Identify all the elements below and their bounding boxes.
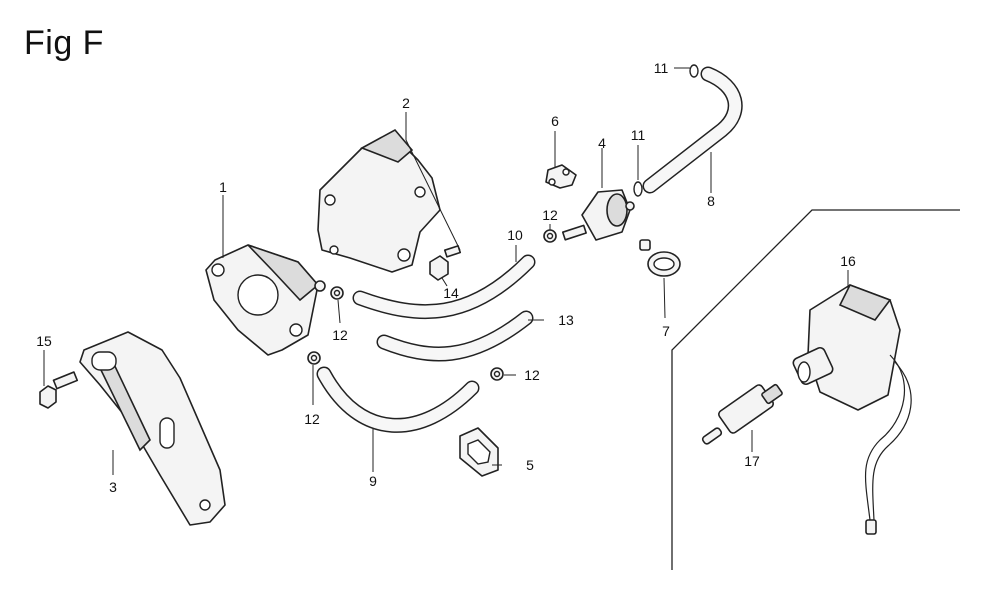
callout-7: 7 <box>662 323 670 339</box>
part-5-grommet <box>459 427 499 477</box>
part-10-hose <box>352 254 536 320</box>
callout-9: 9 <box>369 473 377 489</box>
callout-13: 13 <box>558 312 574 328</box>
callout-11-upper: 11 <box>654 60 669 76</box>
part-12-clamp-c <box>543 229 557 243</box>
part-12-clamp-b <box>307 351 321 365</box>
callout-11-lower: 11 <box>631 127 646 143</box>
callout-4: 4 <box>598 135 606 151</box>
part-2-cover <box>317 128 441 273</box>
callout-5: 5 <box>526 457 534 473</box>
callout-14: 14 <box>443 285 459 301</box>
figure-title: Fig F <box>24 24 104 62</box>
callout-16: 16 <box>840 253 856 269</box>
callout-10: 10 <box>507 227 523 243</box>
part-9-hose <box>316 366 480 433</box>
leader-lines <box>43 67 849 475</box>
part-8-hose <box>642 66 743 194</box>
part-11-clip-lower <box>633 181 643 197</box>
callout-12-c: 12 <box>542 207 558 223</box>
part-1-insulator <box>205 244 326 356</box>
callout-12-a: 12 <box>332 327 348 343</box>
part-14-bolt <box>429 245 462 281</box>
part-4-fuel-valve <box>561 189 635 241</box>
section-divider <box>671 209 960 570</box>
callout-8: 8 <box>707 193 715 209</box>
part-16-ignition-coil <box>792 283 912 535</box>
part-13-hose <box>376 310 534 362</box>
part-3-bracket <box>79 331 226 526</box>
callout-6: 6 <box>551 113 559 129</box>
callout-17: 17 <box>744 453 760 469</box>
callout-1: 1 <box>219 179 227 195</box>
callout-15: 15 <box>36 333 52 349</box>
callout-12-b: 12 <box>304 411 320 427</box>
callout-2: 2 <box>402 95 410 111</box>
part-11-clip-upper <box>689 64 699 78</box>
part-17-fuel-filter <box>701 383 783 445</box>
callout-3: 3 <box>109 479 117 495</box>
part-7-clamp <box>639 239 681 277</box>
callout-12-d: 12 <box>524 367 540 383</box>
part-12-clamp-a <box>330 286 344 300</box>
part-12-clamp-d <box>490 367 504 381</box>
part-15-bolt <box>39 371 79 409</box>
part-6-clip <box>545 164 577 189</box>
